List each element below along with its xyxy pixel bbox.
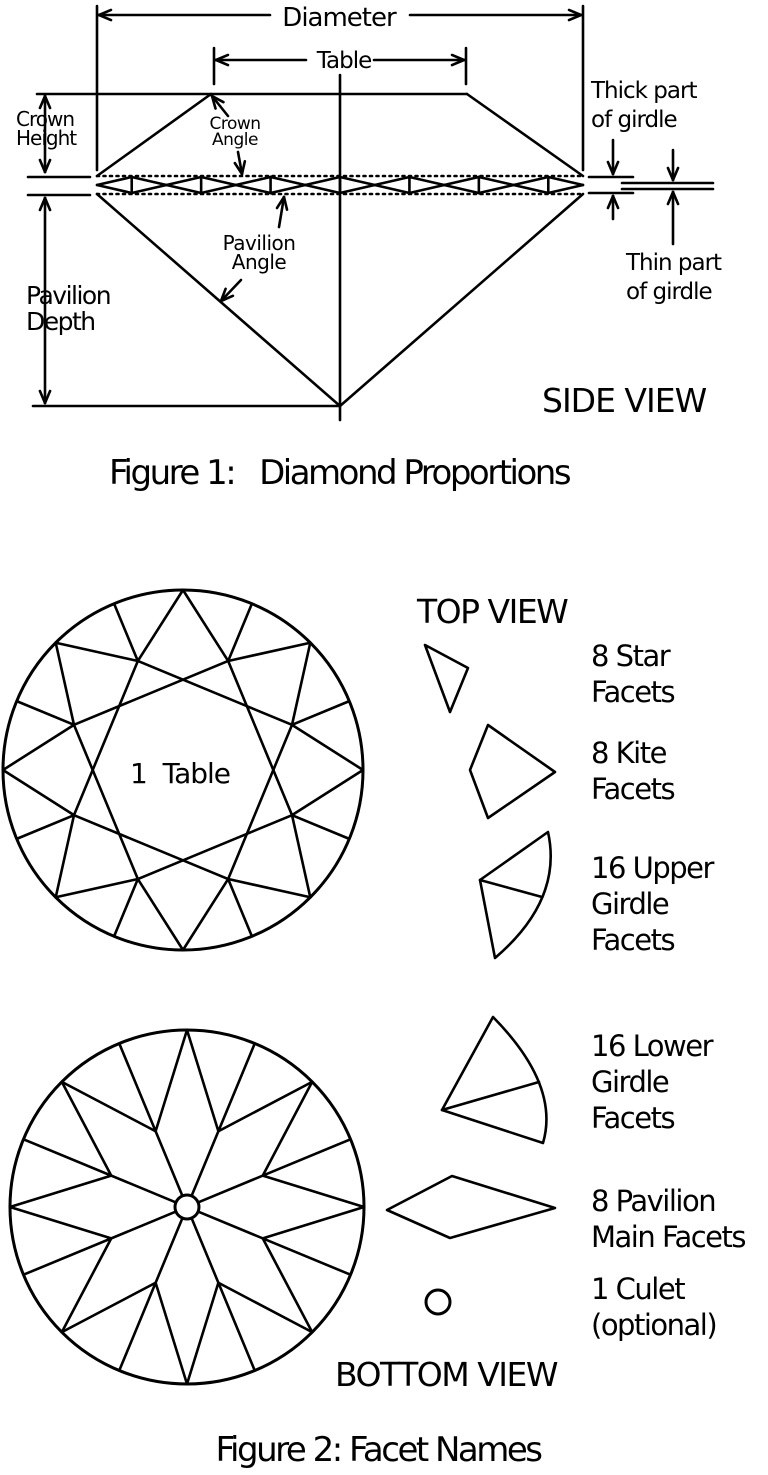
pavilion-angle-label: Pavilion Angle xyxy=(222,231,296,274)
bottom-view-heading: BOTTOM VIEW xyxy=(335,1355,559,1394)
crown-height-label: Crown Height xyxy=(16,107,77,150)
legend-label-upper-girdle-facets: 16 Upper Girdle Facets xyxy=(591,851,714,957)
kite-facet-shape xyxy=(468,723,557,820)
legend-label-pavilion-main-facets: 8 Pavilion Main Facets xyxy=(591,1184,747,1254)
side-view-heading: SIDE VIEW xyxy=(542,381,707,420)
legend-label-culet: 1 Culet (optional) xyxy=(591,1272,718,1342)
pavilion-depth-label: Pavilion Depth xyxy=(26,281,112,336)
lower-girdle-facet-shape xyxy=(440,1015,548,1145)
table-star-square xyxy=(72,659,294,881)
girdle-band xyxy=(95,175,585,195)
bottom-view-drawing xyxy=(8,1028,366,1386)
figure2-caption: Figure 2: Facet Names xyxy=(215,1430,543,1470)
table-callout: 1 Table xyxy=(130,757,231,790)
legend-and-circles xyxy=(1,588,557,1386)
star-facet-shape xyxy=(423,643,470,714)
thick-girdle-label: Thick part of girdle xyxy=(591,78,697,133)
lower-girdle-facet-divider xyxy=(440,1080,541,1112)
culet-circle xyxy=(173,1193,201,1221)
figure1-caption: Figure 1: Diamond Proportions xyxy=(108,453,572,493)
crown-angle-label: Crown Angle xyxy=(209,114,261,150)
table-star-square xyxy=(72,659,294,881)
culet-legend-circle xyxy=(424,1288,452,1316)
thin-girdle-label: Thin part of girdle xyxy=(626,250,722,305)
pavilion-main-facet-shape xyxy=(385,1174,557,1240)
upper-girdle-facet-divider xyxy=(478,878,544,899)
upper-girdle-facet-shape xyxy=(478,830,552,960)
top-view-drawing xyxy=(1,588,365,952)
diameter-label: Diameter xyxy=(282,3,396,33)
legend-label-lower-girdle-facets: 16 Lower Girdle Facets xyxy=(591,1029,714,1135)
top-view-heading: TOP VIEW xyxy=(417,592,569,631)
table-label: Table xyxy=(316,48,372,74)
legend-label-kite-facets: 8 Kite Facets xyxy=(591,736,676,806)
legend-label-star-facets: 8 Star Facets xyxy=(591,639,676,709)
